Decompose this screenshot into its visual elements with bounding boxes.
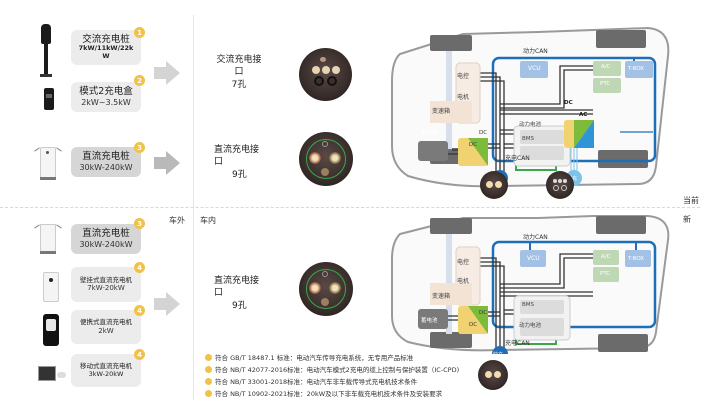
charger-name: 直流充电桩 (82, 150, 130, 162)
section-label-outside: 车外 (169, 216, 185, 225)
charger-card-wall-dc: 壁挂式直流充电机 7kW-20kW (71, 267, 141, 302)
standard-item-3: 符合 NB/T 33001-2018标准：电动汽车非车载传导式充电机技术条件 (205, 376, 417, 386)
fast-charge-connector-image (480, 171, 508, 199)
charger-card-portable-dc: 便携式直流充电机 2kW (71, 310, 141, 344)
badge-2 (205, 365, 212, 373)
horizontal-divider (0, 207, 700, 208)
charger-power: 30kW-240kW (79, 239, 133, 249)
standard-item-2: 符合 NB/T 42077-2016标准：电动汽车模式2充电的缆上控制与保护装置… (205, 364, 459, 374)
label-tbox: T-BOX (628, 256, 645, 262)
dc-charging-pile-image (34, 224, 62, 256)
label-ptc: PTC (600, 271, 611, 277)
charger-power: 7kW/11kW/22kW (78, 44, 134, 60)
dc-port-connector-image (299, 132, 353, 186)
label-charge-can: 充电CAN (505, 340, 530, 347)
charger-power: 30kW-240kW (79, 162, 133, 172)
port-label-dc-new: 直流充电接口 9孔 (214, 276, 264, 313)
label-obc-ac: AC (579, 112, 588, 118)
label-ac-unit: A/C (601, 64, 611, 70)
label-ac-unit: A/C (601, 254, 611, 260)
fast-charge-connector-image (478, 360, 508, 390)
label-bms: BMS (522, 136, 535, 142)
badge-3: 3 (134, 142, 145, 153)
portable-dc-charger-image (43, 314, 59, 346)
label-motor-ctrl: 电控 (457, 259, 470, 266)
charger-card-dc-pile: 直流充电桩 30kW-240kW (71, 147, 141, 177)
label-dc-out: DC (469, 322, 478, 328)
charger-card-dc-pile-new: 直流充电桩 30kW-240kW (71, 224, 141, 254)
mode2-charging-box-image (44, 88, 54, 110)
label-gearbox: 变速箱 (432, 108, 451, 115)
port-pins: 9孔 (232, 301, 247, 312)
wall-dc-charger-image (43, 272, 59, 302)
standard-text: 符合 NB/T 10902-2021标准：20kW及以下非车载充电机技术条件及安… (215, 390, 443, 398)
badge-4: 4 (134, 305, 145, 316)
label-traction-battery: 动力电池 (519, 323, 542, 329)
port-name: 直流充电接口 (214, 145, 260, 167)
vehicle-diagram-new (391, 215, 670, 354)
label-dc-in: DC (479, 310, 488, 316)
badge-1: 1 (134, 27, 145, 38)
label-dc-in: DC (479, 130, 488, 136)
label-motor-ctrl: 电控 (457, 73, 470, 80)
label-ptc: PTC (600, 81, 611, 87)
slow-charge-connector-image (546, 171, 574, 199)
standard-text: 符合 NB/T 33001-2018标准：电动汽车非车载传导式充电机技术条件 (215, 378, 418, 386)
standard-text: 符合 NB/T 42077-2016标准：电动汽车模式2充电的缆上控制与保护装置… (215, 366, 460, 374)
label-power-can: 动力CAN (523, 234, 548, 241)
label-bms: BMS (522, 302, 535, 308)
section-label-inside: 车内 (200, 216, 216, 225)
standard-item-4: 符合 NB/T 10902-2021标准：20kW及以下非车载充电机技术条件及安… (205, 388, 442, 398)
charger-power: 2kW (98, 326, 114, 335)
label-traction-battery: 动力电池 (519, 122, 542, 128)
mobile-dc-charger-image (38, 363, 68, 383)
label-aux-battery: 蓄电池 (421, 130, 438, 136)
label-motor: 电机 (457, 94, 470, 101)
charger-power: 7kW-20kW (87, 284, 125, 293)
charger-card-mode2-box: 模式2充电盒 2kW~3.5kW (71, 82, 141, 112)
badge-3: 3 (134, 218, 145, 229)
badge-3 (205, 377, 212, 385)
section-label-new: 新 (683, 215, 691, 224)
charger-name: 便携式直流充电机 (80, 318, 132, 327)
charger-name: 模式2充电盒 (79, 85, 133, 97)
badge-2: 2 (134, 75, 145, 86)
section-label-current: 当前 (683, 196, 699, 205)
port-pins: 7孔 (231, 80, 247, 91)
label-vcu: VCU (528, 65, 541, 72)
dc-charging-pile-image (34, 147, 62, 181)
standard-item-1: 符合 GB/T 18487.1 标准：电动汽车传导充电系统，无专用产品标准 (205, 352, 413, 362)
label-tbox: T-BOX (628, 66, 645, 72)
label-gearbox: 变速箱 (432, 293, 451, 300)
label-vcu: VCU (527, 255, 540, 262)
charger-card-ac-pile: 交流充电桩 7kW/11kW/22kW (71, 30, 141, 65)
ac-charging-pile-image (38, 24, 54, 78)
port-label-ac: 交流充电接口 7孔 (214, 55, 264, 92)
vehicle-diagram-current (391, 26, 670, 188)
label-power-can: 动力CAN (523, 48, 548, 55)
label-aux-battery: 蓄电池 (421, 318, 438, 324)
label-charge-can: 充电CAN (505, 155, 530, 162)
badge-4: 4 (134, 262, 145, 273)
port-label-dc: 直流充电接口 9孔 (214, 145, 264, 182)
label-dc-out: DC (469, 142, 478, 148)
charger-name: 直流充电桩 (82, 227, 130, 239)
charger-power: 2kW~3.5kW (81, 97, 131, 107)
label-motor: 电机 (457, 278, 470, 285)
fast-charge-port[interactable]: 快充 (493, 352, 504, 358)
standard-text: 符合 GB/T 18487.1 标准：电动汽车传导充电系统，无专用产品标准 (215, 354, 414, 362)
port-pins: 9孔 (232, 170, 247, 181)
charger-card-mobile-dc: 移动式直流充电机 3kW-20kW (71, 354, 141, 387)
badge-4 (205, 389, 212, 397)
dc-port-connector-image (299, 262, 353, 316)
charger-name: 交流充电桩 (82, 33, 130, 45)
port-name: 交流充电接口 (216, 55, 262, 77)
port-name: 直流充电接口 (214, 276, 260, 298)
label-obc-dc: DC (564, 100, 573, 106)
badge-4: 4 (134, 349, 145, 360)
badge-1 (205, 353, 212, 361)
ac-port-connector-image (299, 48, 352, 101)
charger-name: 壁挂式直流充电机 (80, 275, 132, 284)
charger-name: 移动式直流充电机 3kW-20kW (80, 362, 132, 378)
